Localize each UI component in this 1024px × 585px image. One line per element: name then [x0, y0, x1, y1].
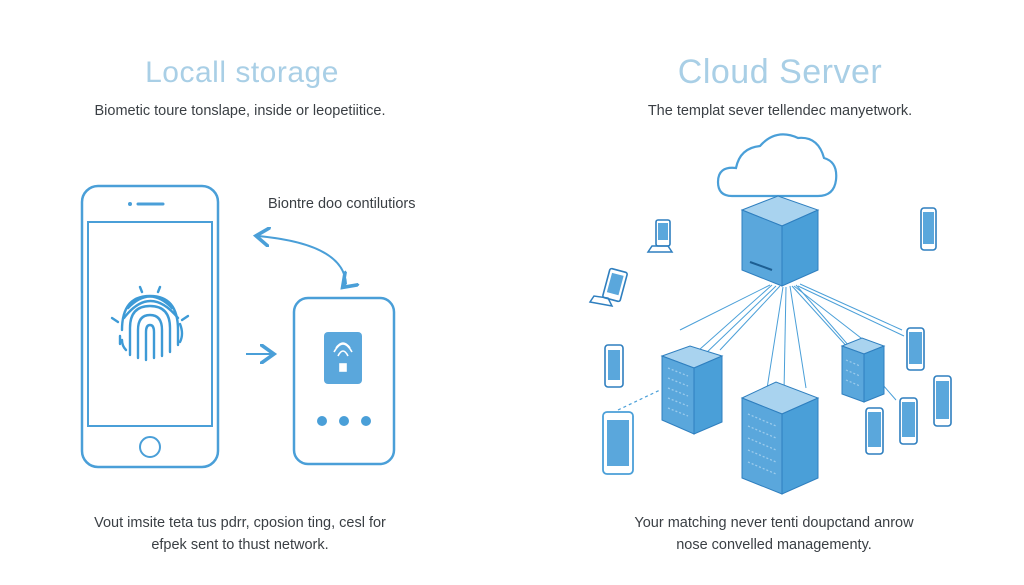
- local-storage-caption: Vout imsite teta tus pdrr, cposion ting,…: [40, 512, 440, 556]
- cloud-caption-line-2: nose convelled managementy.: [676, 537, 872, 553]
- phone-icon: [646, 219, 674, 253]
- phone-icon: [588, 267, 628, 308]
- cloud-caption-line-1: Your matching never tenti doupctand anro…: [634, 515, 914, 531]
- local-caption-line-2: efpek sent to thust network.: [151, 537, 329, 553]
- local-phone: [80, 184, 220, 469]
- fingerprint-icon: [110, 285, 190, 362]
- phone-icon: [899, 397, 918, 445]
- curved-connector-arrow: [258, 236, 346, 286]
- lock-icon: [333, 342, 353, 372]
- local-storage-title: Locall storage: [145, 56, 339, 89]
- phone-icon: [933, 375, 952, 427]
- phone-icon: [906, 327, 925, 371]
- local-secure-device: [292, 296, 396, 466]
- cloud-server-title: Cloud Server: [677, 53, 883, 91]
- server-icon: [660, 345, 724, 435]
- local-caption-line-1: Vout imsite teta tus pdrr, cposion ting,…: [94, 515, 386, 531]
- local-storage-subtitle: Biometic toure tonslape, inside or leope…: [94, 103, 386, 119]
- cloud-icon: [716, 133, 838, 198]
- phone-icon: [604, 344, 624, 388]
- phone-icon: [865, 407, 884, 455]
- phone-icon: [920, 207, 937, 251]
- phone-icon: [602, 411, 634, 475]
- server-icon: [840, 337, 886, 403]
- connector-label: Biontre doo contilutiors: [268, 196, 416, 212]
- cloud-server-subtitle: The templat sever tellendec manyetwork.: [647, 103, 913, 119]
- server-icon: [740, 195, 820, 287]
- server-icon: [740, 381, 820, 495]
- cloud-server-caption: Your matching never tenti doupctand anro…: [574, 512, 974, 556]
- dashed-link: [617, 389, 661, 411]
